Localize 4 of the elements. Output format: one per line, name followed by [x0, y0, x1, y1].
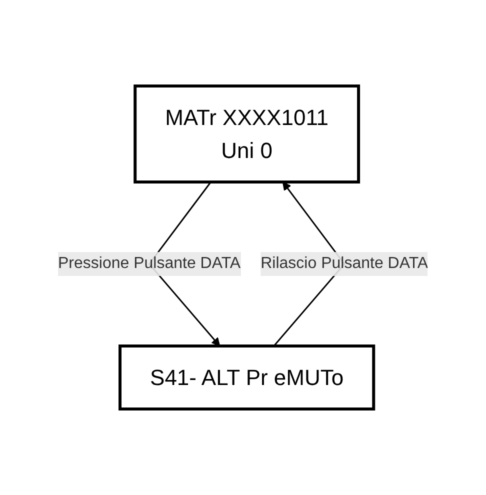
- node-box: S41- ALT Pr eMUTo: [118, 344, 376, 410]
- node-box: MATr XXXX1011 Uni 0: [134, 84, 360, 184]
- edge-label: Rilascio Pulsante DATA: [260, 255, 428, 272]
- edge-label: Pressione Pulsante DATA: [58, 255, 241, 272]
